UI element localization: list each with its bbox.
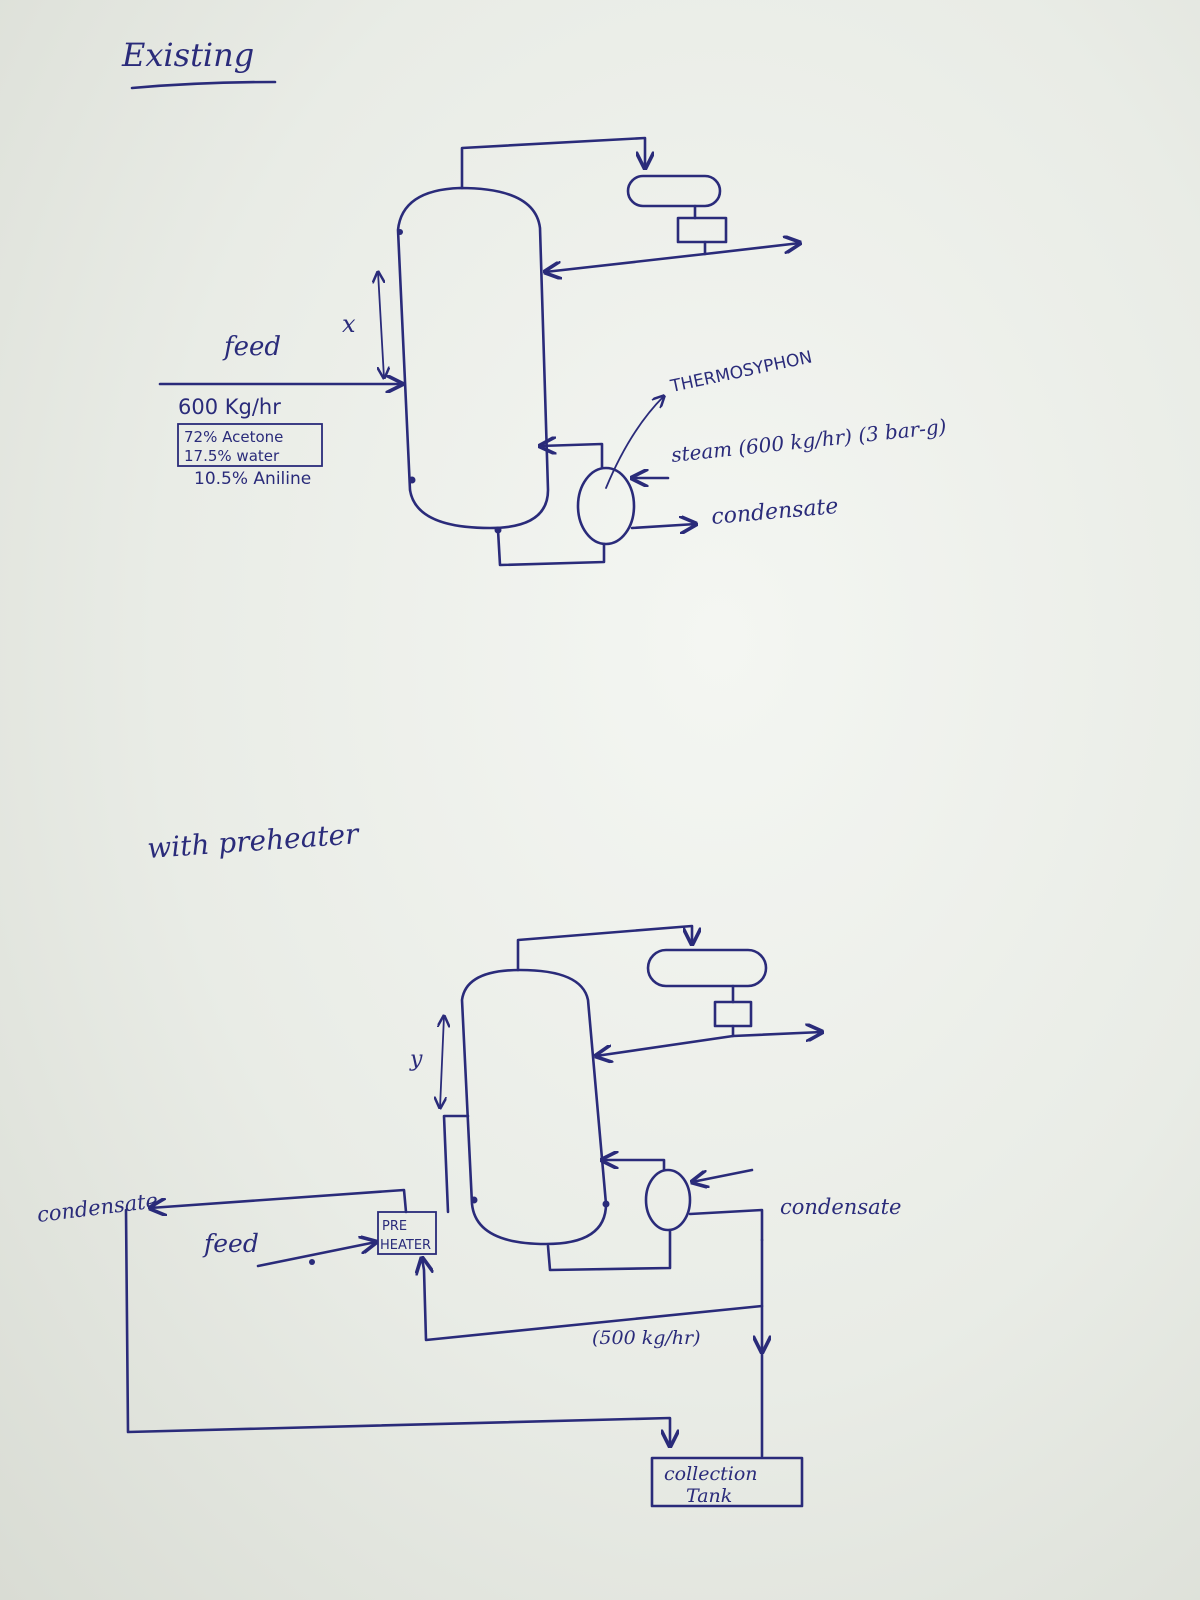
preheater-reboiler xyxy=(644,1168,692,1232)
preheater-condensate-left-line xyxy=(150,1188,408,1212)
preheater-condensate-return-loop xyxy=(124,1208,670,1446)
preheater-steam-line xyxy=(692,1168,754,1182)
ink-dots xyxy=(309,229,610,1265)
preheater-title: with preheater xyxy=(146,817,361,865)
preheater-box-line1: PRE xyxy=(382,1219,407,1234)
existing-steam-label: steam (600 kg/hr) (3 bar-g) xyxy=(670,414,948,467)
existing-feed-label: feed xyxy=(222,332,281,362)
preheater-reflux-drum xyxy=(646,948,768,988)
existing-thermosyphon-pointer xyxy=(605,396,664,489)
preheater-reflux-line xyxy=(596,1034,735,1056)
existing-product-line xyxy=(703,242,800,256)
preheater-column xyxy=(460,968,608,1246)
existing-thermosyphon-label: THERMOSYPHON xyxy=(668,347,814,397)
preheater-pump-box xyxy=(713,1000,753,1028)
existing-x-label: x xyxy=(342,310,356,338)
existing-reflux-drum xyxy=(626,174,722,208)
existing-comp-aniline: 10.5% Aniline xyxy=(194,469,311,489)
existing-column xyxy=(396,186,550,530)
preheater-reboiler-return xyxy=(602,1160,666,1172)
existing-condensate-label: condensate xyxy=(710,494,839,530)
preheater-y-dimension xyxy=(440,1016,444,1108)
preheater-condensate-to-exchanger xyxy=(422,1258,764,1342)
existing-reboiler xyxy=(576,466,636,546)
preheater-flow-rate: (500 kg/hr) xyxy=(592,1327,701,1349)
existing-comp-acetone: 72% Acetone xyxy=(184,428,283,446)
preheater-feed-line xyxy=(256,1242,376,1268)
existing-comp-water: 17.5% water xyxy=(184,447,280,465)
preheater-y-label: y xyxy=(409,1047,423,1072)
collection-tank xyxy=(650,1456,804,1508)
existing-reboiler-return xyxy=(540,444,604,470)
collection-tank-line1: collection xyxy=(664,1463,758,1485)
existing-overhead-line xyxy=(460,136,645,190)
existing-title: Existing xyxy=(121,36,254,74)
preheater-overhead-line xyxy=(516,924,692,972)
existing-reflux-line xyxy=(545,252,707,272)
preheater-bottoms-line xyxy=(546,1228,672,1272)
existing-condensate-line xyxy=(630,524,696,528)
preheater-condensate-out xyxy=(688,1208,764,1242)
preheater-product-line xyxy=(731,1026,822,1036)
existing-x-dimension xyxy=(378,272,384,378)
existing-title-underline xyxy=(130,80,277,90)
existing-bottoms-line xyxy=(496,528,606,567)
existing-pump-box xyxy=(676,216,728,244)
preheater-box-line2: HEATER xyxy=(380,1238,431,1253)
preheater-feed-label: feed xyxy=(202,1229,259,1258)
preheater-condensate-right-label: condensate xyxy=(780,1195,902,1219)
existing-composition-box xyxy=(177,423,323,467)
existing-feed-rate: 600 Kg/hr xyxy=(178,395,281,419)
collection-tank-line2: Tank xyxy=(686,1485,732,1507)
preheater-condensate-left-label: condensate xyxy=(36,1188,160,1227)
preheater-hot-feed-line xyxy=(442,1114,470,1214)
